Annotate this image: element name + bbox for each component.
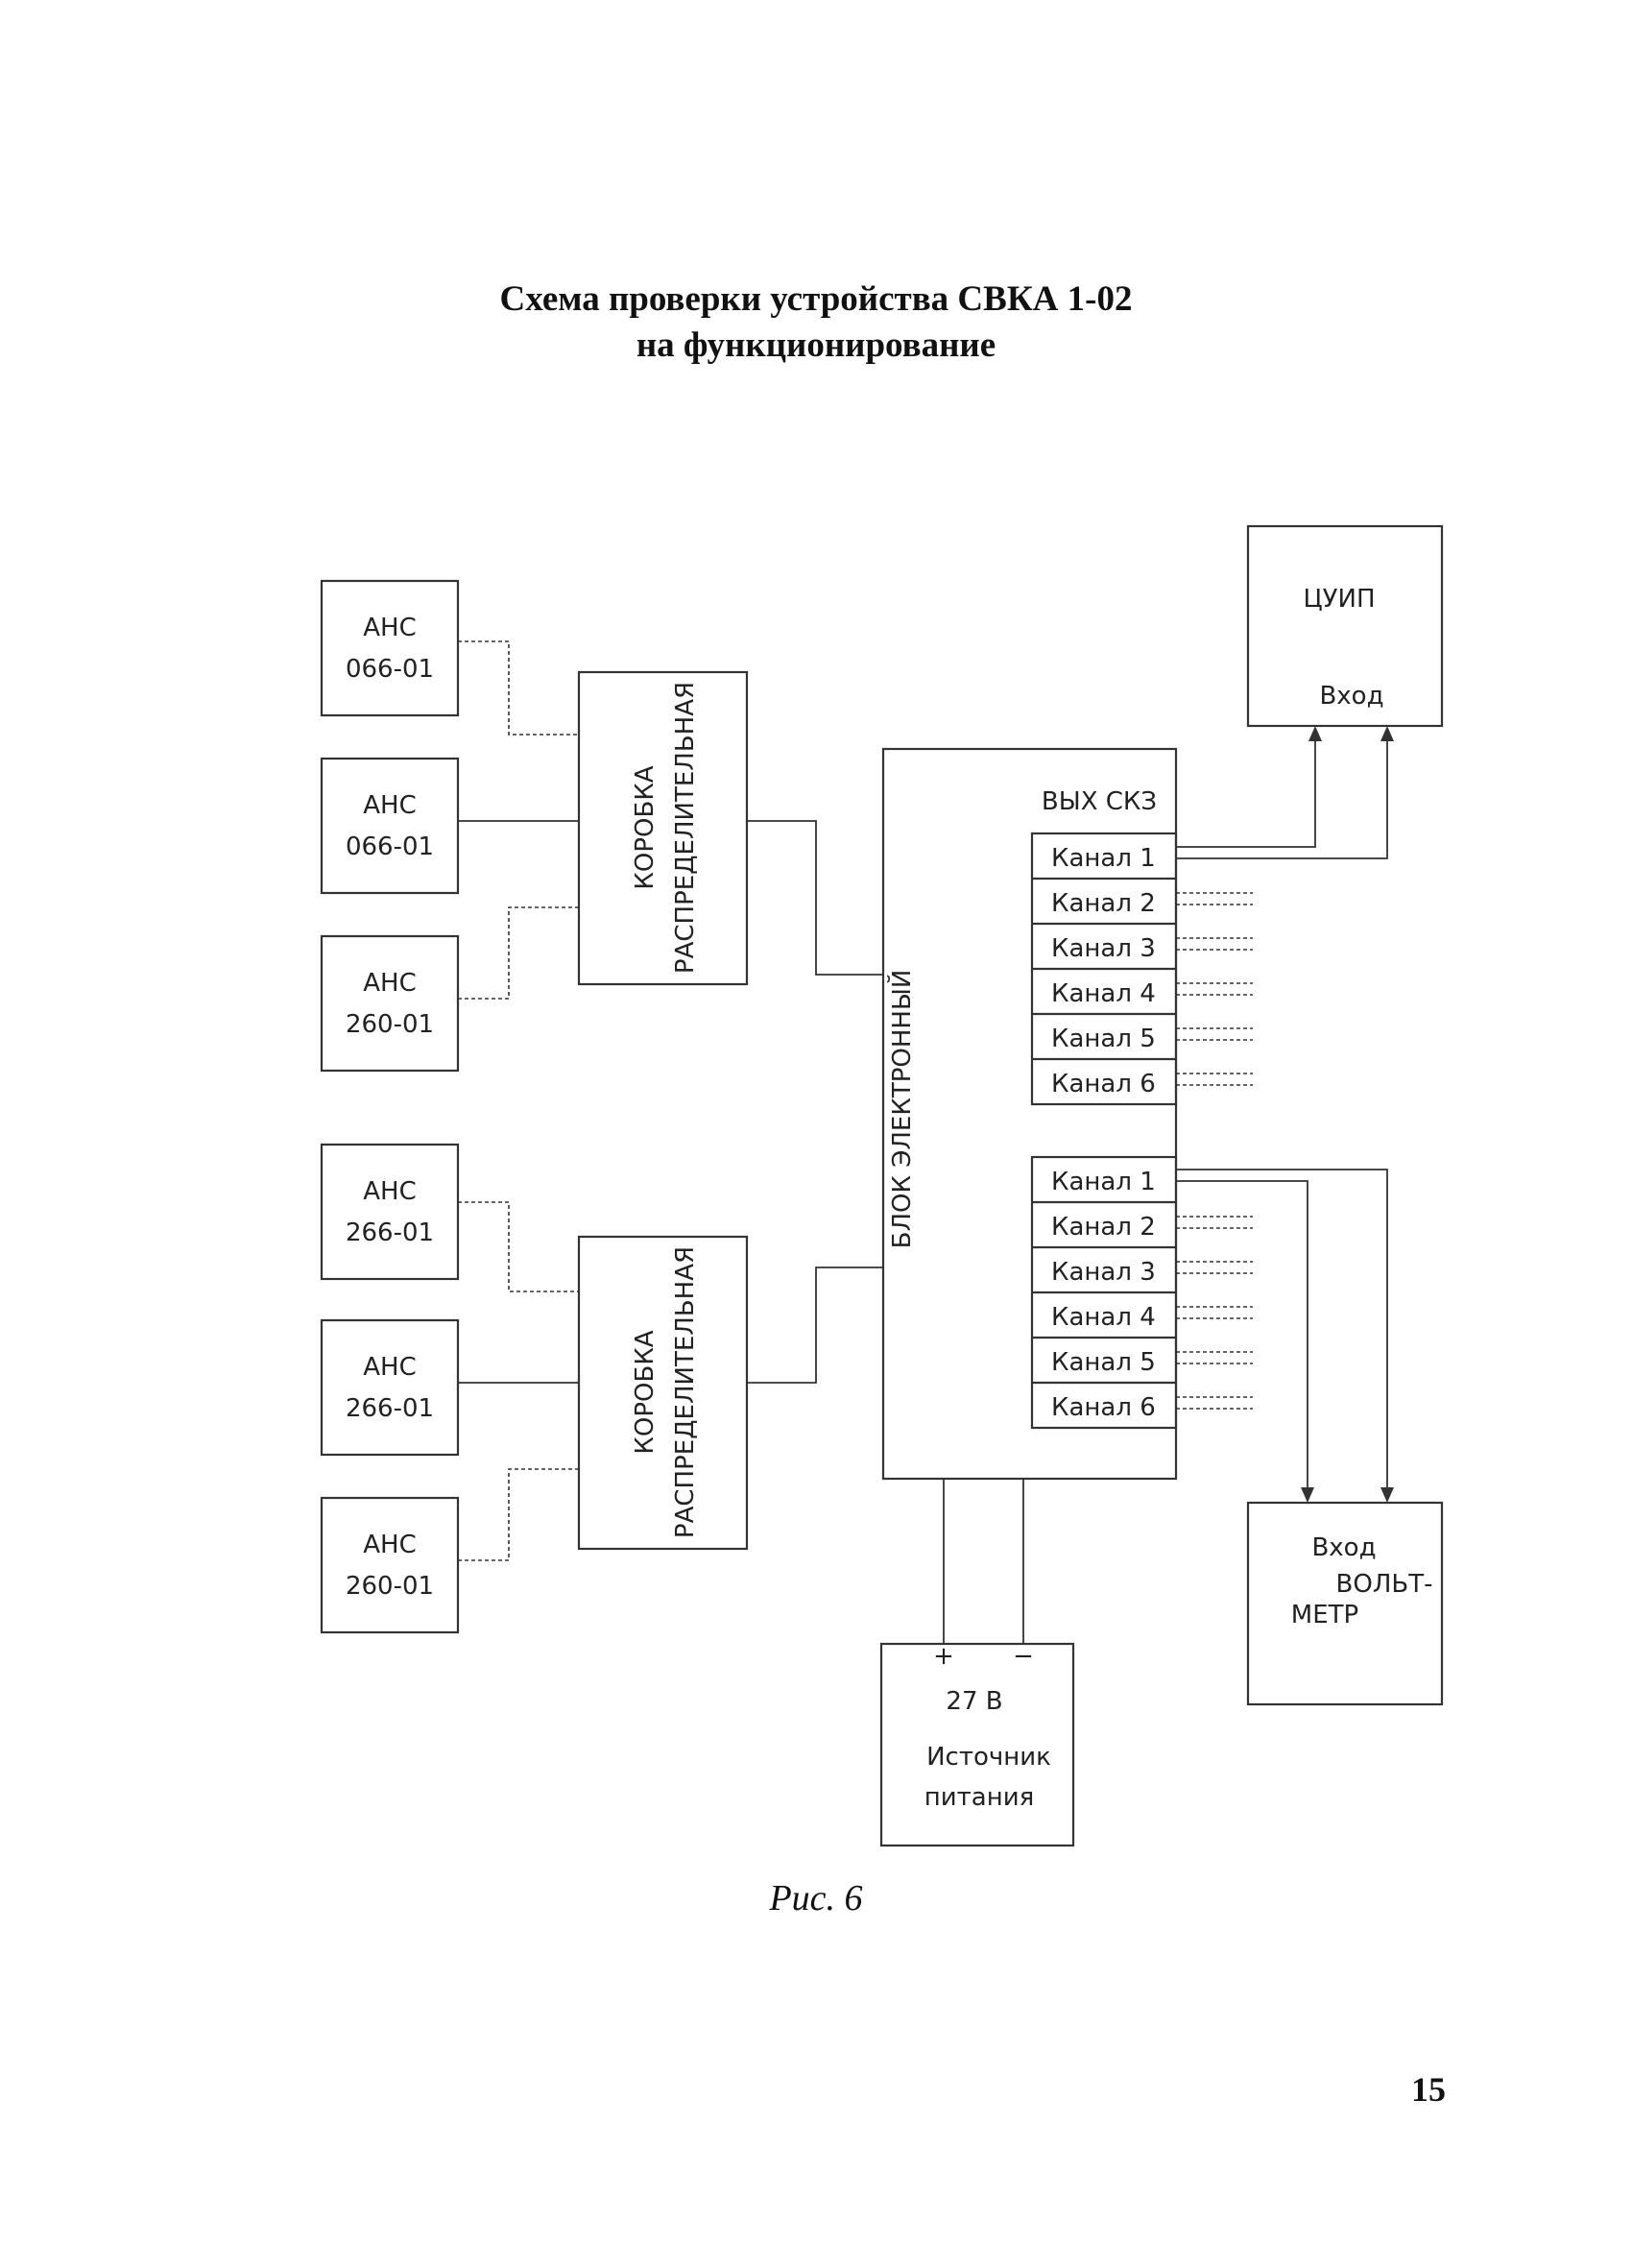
sensor-2-model: 066-01 [346,832,434,861]
sensor-4-model: 266-01 [346,1218,434,1247]
page-number: 15 [1411,2070,1446,2109]
diagram-title-line1: Схема проверки устройства СВКА 1-02 [499,279,1133,319]
top-channel-6: Канал 6 [1051,1070,1156,1098]
channel-group-top: Канал 1 Канал 2 Канал 3 Канал 4 Канал 5 … [1030,832,1178,1106]
power-supply: + − 27 В Источник питания [879,1642,1075,1847]
channel-output-stubs [1176,892,1253,1410]
sensor-2-type: АНС [363,791,417,820]
electronic-unit-label: БЛОК ЭЛЕКТРОННЫЙ [886,970,917,1249]
junction-box-2-label2: РАСПРЕДЕЛИТЕЛЬНАЯ [671,1246,700,1538]
sensor-4-type: АНС [363,1177,417,1206]
sensor-box-2: АНС 066-01 [320,757,460,895]
junction-box-1-label2: РАСПРЕДЕЛИТЕЛЬНАЯ [671,682,700,974]
junction-box-1-label1: КОРОБКА [631,765,660,889]
voltmeter: Вход ВОЛЬТ- МЕТР [1246,1501,1444,1706]
bottom-channel-4: Канал 4 [1051,1303,1156,1332]
sensor-6-type: АНС [363,1531,417,1559]
channel-group-bottom: Канал 1 Канал 2 Канал 3 Канал 4 Канал 5 … [1030,1155,1178,1430]
bottom-channel-2: Канал 2 [1051,1213,1156,1242]
bottom-channel-1: Канал 1 [1051,1168,1156,1196]
sensor-5-model: 266-01 [346,1394,434,1423]
power-plus-terminal: + [933,1642,954,1671]
sensor-box-1: АНС 066-01 [320,579,460,717]
sensor-6-model: 260-01 [346,1572,434,1601]
sensor-box-4: АНС 266-01 [320,1143,460,1281]
bottom-channel-3: Канал 3 [1051,1258,1156,1287]
power-voltage: 27 В [946,1687,1002,1716]
sensor-3-model: 260-01 [346,1010,434,1039]
sensor-3-type: АНС [363,969,417,998]
sensor-1-model: 066-01 [346,655,434,684]
electronic-unit: БЛОК ЭЛЕКТРОННЫЙ ВЫХ СКЗ [881,747,1178,1481]
top-channel-5: Канал 5 [1051,1025,1156,1053]
sensor-box-6: АНС 260-01 [320,1496,460,1634]
bottom-channel-6: Канал 6 [1051,1393,1156,1422]
top-channel-3: Канал 3 [1051,934,1156,963]
junction-box-1: КОРОБКА РАСПРЕДЕЛИТЕЛЬНАЯ [577,670,749,986]
bottom-channel-5: Канал 5 [1051,1348,1156,1377]
cuip-input-label: Вход [1319,682,1383,711]
junction-box-2-label1: КОРОБКА [631,1330,660,1454]
power-label-line1: Источник [926,1743,1051,1772]
cuip-device: ЦУИП Вход [1246,524,1444,728]
power-minus-terminal: − [1013,1642,1034,1671]
top-channel-2: Канал 2 [1051,889,1156,918]
sensor-box-5: АНС 266-01 [320,1318,460,1457]
voltmeter-label-line1: ВОЛЬТ- [1336,1570,1433,1599]
voltmeter-input-label: Вход [1311,1533,1376,1562]
sensor-1-type: АНС [363,614,417,642]
top-channel-4: Канал 4 [1051,979,1156,1008]
sensor-5-type: АНС [363,1353,417,1382]
power-label-line2: питания [924,1783,1035,1812]
junction-box-2: КОРОБКА РАСПРЕДЕЛИТЕЛЬНАЯ [577,1235,749,1551]
voltmeter-label-line2: МЕТР [1291,1601,1358,1629]
cuip-label: ЦУИП [1303,585,1375,614]
top-channel-1: Канал 1 [1051,844,1156,873]
diagram-title-line2: на функционирование [636,326,996,365]
output-label: ВЫХ СКЗ [1042,787,1157,816]
figure-caption: Рис. 6 [769,1878,863,1918]
sensor-box-3: АНС 260-01 [320,934,460,1073]
